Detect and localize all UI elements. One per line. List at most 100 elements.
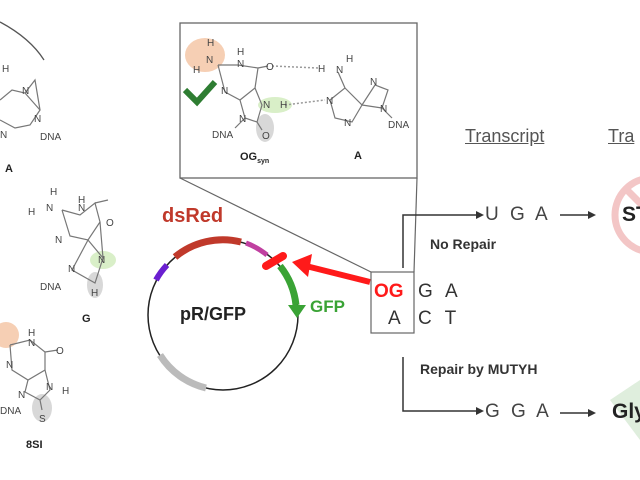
atom: N <box>78 203 85 214</box>
atom: N <box>46 203 53 214</box>
stop-result: ST <box>622 203 640 226</box>
repair-label: Repair by MUTYH <box>420 361 538 377</box>
hbond-1 <box>271 65 319 69</box>
arc-decoration <box>0 21 45 61</box>
atom: N <box>263 100 270 111</box>
atom: N <box>239 114 246 125</box>
molecule-label-8si: 8SI <box>26 439 43 451</box>
atom: H <box>280 100 287 111</box>
atom: N <box>22 86 29 97</box>
zoom-line-left <box>179 177 372 273</box>
molecule-label-g: G <box>82 313 91 325</box>
arrowhead-icon <box>476 211 484 219</box>
translation-header: Tra <box>608 126 635 146</box>
atom: N <box>206 55 213 66</box>
og-bonds <box>217 64 269 131</box>
gfp-arrowhead-icon <box>288 305 306 318</box>
atom: N <box>28 338 35 349</box>
atom: N <box>370 77 377 88</box>
repair-transcript: G G A <box>485 401 552 422</box>
no-repair-path <box>402 214 476 268</box>
atom: H <box>2 64 9 75</box>
og-lesion: OG <box>374 281 404 302</box>
arrowhead-icon <box>588 409 596 417</box>
atom: N <box>34 114 41 125</box>
gly-background-shape <box>610 380 640 440</box>
atom: N <box>380 104 387 115</box>
atom: S <box>39 414 46 425</box>
molecule-8si-bonds <box>9 339 59 411</box>
gray-segment <box>157 353 207 392</box>
molecule-a-partial <box>0 78 41 129</box>
zoom-line-right <box>413 177 418 273</box>
no-repair-label: No Repair <box>430 236 497 252</box>
atom: N <box>68 264 75 275</box>
duplex-top-rest: G A <box>418 281 462 302</box>
gly-result: Gly <box>612 400 640 423</box>
atom: H <box>28 328 35 339</box>
adenine-bonds <box>329 71 393 123</box>
atom: O <box>266 62 274 73</box>
og-box <box>370 271 415 334</box>
atom: H <box>50 187 57 198</box>
stop-prohibition-slash <box>623 186 640 208</box>
atom: N <box>237 59 244 70</box>
highlight-c8 <box>87 272 103 298</box>
purple-segment <box>153 262 170 282</box>
atom: N <box>344 118 351 129</box>
atom: N <box>326 96 333 107</box>
magenta-segment <box>245 240 269 257</box>
atom: N <box>55 235 62 246</box>
gfp-segment <box>277 263 300 306</box>
atom: H <box>346 54 353 65</box>
atom: H <box>207 38 214 49</box>
highlight-og-amine <box>185 38 225 72</box>
atom: H <box>237 47 244 58</box>
repair-path <box>402 357 476 412</box>
plasmid-name: pR/GFP <box>180 304 246 324</box>
atom: H <box>28 207 35 218</box>
atom: H <box>318 64 325 75</box>
adenine-label: A <box>354 150 362 162</box>
atom: DNA <box>40 282 61 293</box>
arrowhead-icon <box>588 211 596 219</box>
highlight-amine <box>0 322 19 348</box>
red-arrowhead-icon <box>292 254 312 277</box>
dsred-label: dsRed <box>162 205 224 227</box>
atom: N <box>221 86 228 97</box>
highlight-og-oxo <box>256 114 274 142</box>
highlight-n7 <box>90 251 116 269</box>
arrowhead-icon <box>476 407 484 415</box>
og-syn-label: OGsyn <box>240 151 269 165</box>
atom: O <box>106 218 114 229</box>
atom: N <box>336 65 343 76</box>
atom: DNA <box>40 132 61 143</box>
atom: N <box>18 390 25 401</box>
atom: H <box>193 65 200 76</box>
gfp-label: GFP <box>310 297 345 316</box>
atom: N <box>6 360 13 371</box>
atom: N <box>46 382 53 393</box>
checkmark-icon <box>182 79 218 107</box>
atom: H <box>78 195 85 206</box>
atom: DNA <box>212 130 233 141</box>
atom: DNA <box>0 406 21 417</box>
molecule-g-bonds <box>61 199 109 284</box>
atom: N <box>98 255 105 266</box>
atom: O <box>262 131 270 142</box>
no-repair-transcript: U G A <box>485 204 551 225</box>
atom: H <box>91 288 98 299</box>
red-arrow-shaft <box>305 263 371 285</box>
atom: O <box>56 346 64 357</box>
atom: N <box>0 130 7 141</box>
highlight-og-nh <box>258 97 292 113</box>
transcript-header: Transcript <box>465 126 545 146</box>
duplex-bottom-rest: C T <box>418 308 461 329</box>
inset-box <box>179 22 418 179</box>
atom: H <box>62 386 69 397</box>
atom: DNA <box>388 120 409 131</box>
molecule-label-a: A <box>5 163 13 175</box>
hbond-2 <box>284 99 326 106</box>
